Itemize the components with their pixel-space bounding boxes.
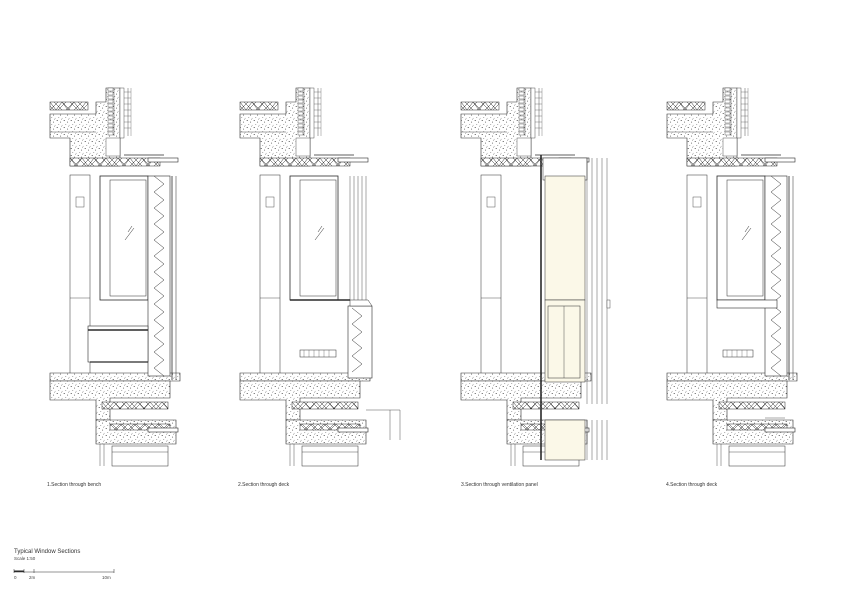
head-flashing	[764, 157, 796, 163]
scalebar	[13, 569, 115, 573]
floor-screed	[666, 372, 798, 382]
upper-floor-insulation	[460, 101, 500, 111]
section-3-label: Section through ventilation panel	[465, 482, 538, 488]
section-4-number: 4.	[666, 482, 671, 488]
lower-window-head	[111, 445, 169, 467]
scalebar-labels: 0 2m 10m	[14, 575, 124, 581]
drawing-title: Typical Window Sections	[14, 549, 81, 555]
section-3-number: 3.	[461, 482, 466, 488]
light-switch	[265, 196, 275, 208]
vent-handle	[606, 299, 611, 309]
section-2-number: 2.	[238, 482, 243, 488]
upper-brick-wall	[297, 87, 305, 136]
section-2-label: Section through deck	[242, 482, 290, 488]
lower-slab-concrete	[239, 380, 361, 421]
window-glazing	[299, 179, 337, 297]
facade-cladding-pattern	[153, 175, 165, 377]
window-sill	[716, 299, 778, 309]
scalebar-label-0: 0	[14, 575, 17, 580]
lower-window-head	[301, 445, 359, 467]
floor-screed	[49, 372, 181, 382]
section-1-label: Section through bench	[51, 482, 102, 488]
window-glazing	[109, 179, 147, 297]
head-flashing	[337, 157, 369, 163]
section-3-drawing	[460, 87, 611, 467]
lower-slab-concrete	[666, 380, 788, 421]
title-block: Typical Window Sections Scale 1:50	[14, 549, 80, 561]
light-switch	[486, 196, 496, 208]
ventilation-panel-upper	[544, 175, 586, 301]
section-4-label: Section through deck	[670, 482, 718, 488]
section-4-caption: 4.Section through deck	[666, 482, 717, 488]
floor-screed	[239, 372, 371, 382]
section-4-drawing	[666, 87, 798, 467]
section-1-caption: 1.Section through bench	[47, 482, 101, 488]
scalebar-label-10m: 10m	[102, 575, 111, 580]
lower-slab-concrete	[460, 380, 582, 421]
light-switch	[75, 196, 85, 208]
facade-cladding-pattern	[770, 175, 782, 377]
section-3-caption: 3.Section through ventilation panel	[461, 482, 538, 488]
upper-floor-insulation	[666, 101, 706, 111]
upper-brick-wall	[107, 87, 115, 136]
upper-brick-wall	[518, 87, 526, 136]
scalebar-segment	[14, 570, 24, 572]
section-1-drawing	[49, 87, 181, 467]
head-flashing	[147, 157, 179, 163]
lower-slab-concrete	[49, 380, 171, 421]
upper-brick-wall	[724, 87, 732, 136]
lower-window-head	[728, 445, 786, 467]
drawing-scale: Scale 1:50	[14, 556, 36, 561]
radiator	[299, 349, 337, 358]
upper-floor-insulation	[49, 101, 89, 111]
light-switch	[692, 196, 702, 208]
section-2-drawing	[239, 87, 401, 467]
radiator	[722, 349, 754, 358]
lower-ventilation-panel	[544, 419, 586, 461]
bench-seat	[87, 325, 149, 363]
upper-floor-insulation	[239, 101, 279, 111]
section-2-caption: 2.Section through deck	[238, 482, 289, 488]
window-glazing	[726, 179, 764, 297]
scalebar-label-2m: 2m	[29, 575, 36, 580]
deck-upstand	[347, 305, 373, 379]
deck-upstand-pattern	[351, 307, 363, 373]
section-1-number: 1.	[47, 482, 52, 488]
